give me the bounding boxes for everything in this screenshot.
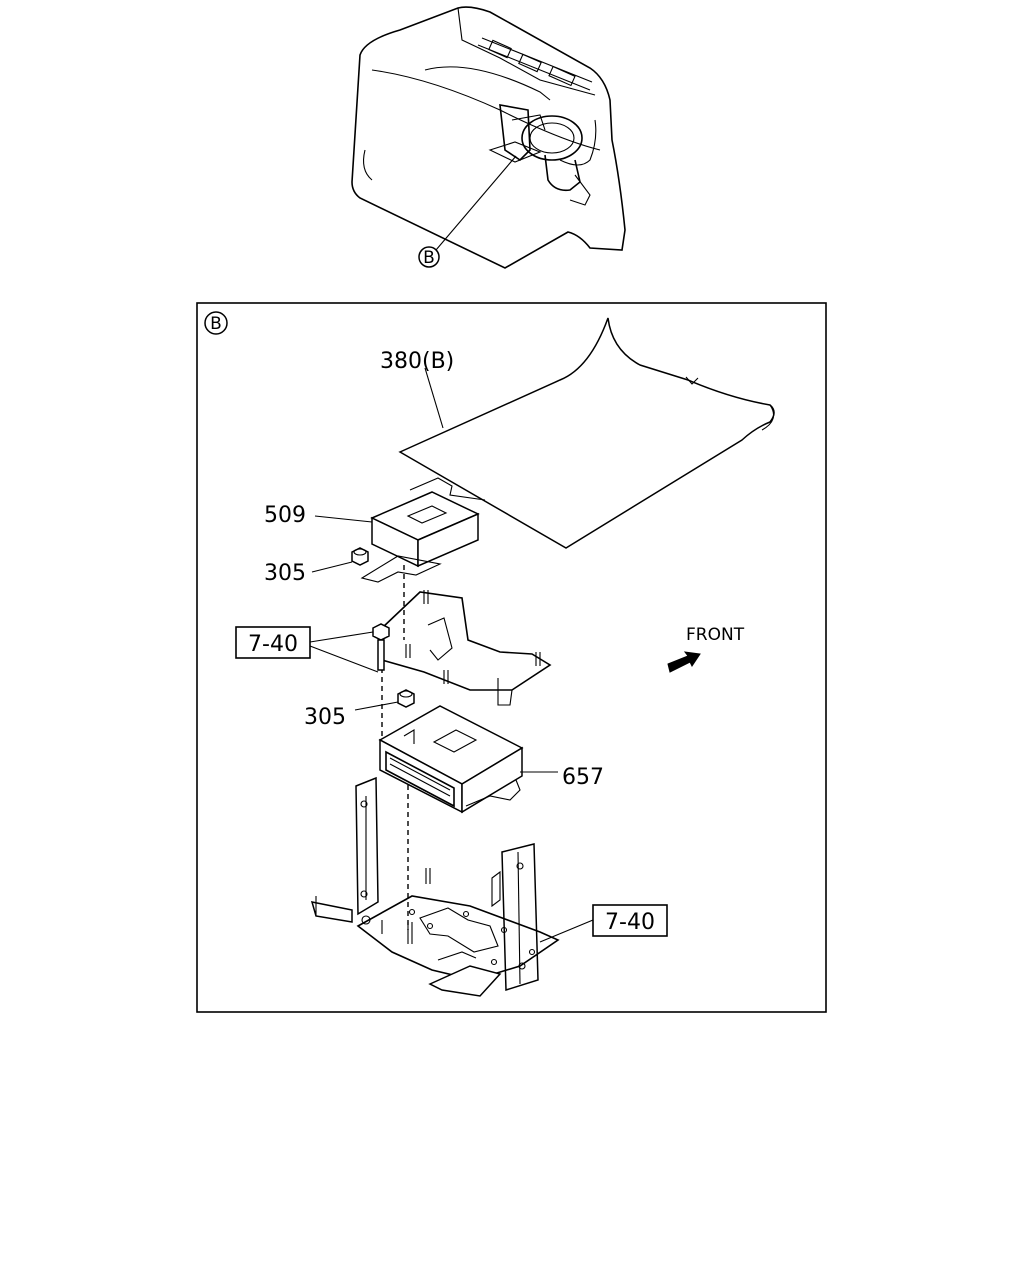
unit-657: [378, 705, 524, 814]
leader-mat: [424, 367, 444, 429]
nut-305-lower: [397, 689, 415, 708]
ref-box-right: 7-40: [592, 904, 668, 937]
svg-text:FRONT: FRONT: [686, 625, 745, 645]
leader-nut-lower: [354, 701, 399, 711]
leader-nut-upper: [311, 561, 353, 573]
svg-text:7-40: 7-40: [248, 632, 298, 657]
cab-overview: [351, 6, 626, 269]
nut-305-upper: [351, 547, 369, 566]
unit-509: [360, 477, 486, 583]
leader-ref-right: [539, 919, 594, 943]
label-unit-657: 657: [562, 765, 604, 790]
label-mat: 380(B): [380, 349, 454, 374]
detail-frame: [196, 302, 827, 1013]
front-arrow: FRONT: [667, 625, 745, 673]
svg-text:7-40: 7-40: [605, 910, 655, 935]
label-nut-lower: 305: [304, 705, 346, 730]
label-unit-509: 509: [264, 503, 306, 528]
lower-frame: [310, 776, 560, 997]
label-nut-upper: 305: [264, 561, 306, 586]
mat-380: [398, 317, 775, 549]
leader-unit-509: [314, 515, 373, 523]
overview-callout: B: [418, 246, 440, 268]
section-marker: B: [204, 311, 228, 335]
svg-text:B: B: [210, 314, 222, 334]
svg-text:B: B: [423, 248, 435, 268]
ref-box-left: 7-40: [235, 626, 311, 659]
upper-bracket: [381, 590, 552, 706]
bolt-upper: [372, 623, 390, 671]
leader-ref-left: [309, 631, 379, 673]
